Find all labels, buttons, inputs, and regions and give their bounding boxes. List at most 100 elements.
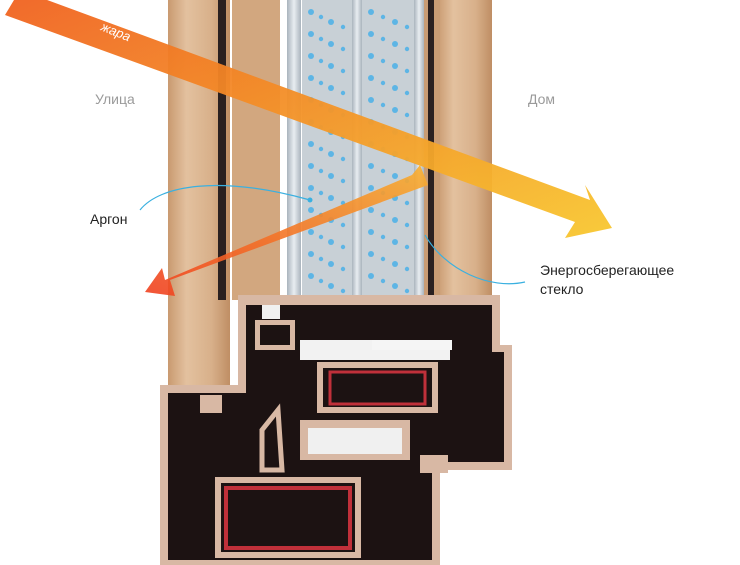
heat-arrow-incoming <box>5 0 612 238</box>
argon-dot <box>340 90 346 96</box>
wood-frame-inner-left <box>232 0 280 300</box>
argon-dot <box>308 163 314 169</box>
argon-dot <box>368 53 374 59</box>
argon-dot <box>368 229 374 235</box>
argon-dot <box>328 19 334 25</box>
argon-dot <box>392 85 398 91</box>
pvc-frame-profile <box>160 295 512 565</box>
argon-dot <box>328 63 334 69</box>
argon-dot <box>404 244 410 250</box>
argon-dot <box>404 46 410 52</box>
argon-dot <box>368 31 374 37</box>
argon-callout-dot <box>307 197 313 203</box>
argon-dot <box>380 256 386 262</box>
argon-dot <box>404 200 410 206</box>
argon-dot <box>308 141 314 147</box>
argon-dot <box>380 36 386 42</box>
argon-dot <box>392 173 398 179</box>
argon-dot <box>308 53 314 59</box>
argon-dot <box>340 178 346 184</box>
argon-dot <box>380 278 386 284</box>
home-label: Дом <box>528 91 555 107</box>
argon-dot <box>404 288 410 294</box>
argon-dot <box>318 278 324 284</box>
argon-dot <box>328 283 334 289</box>
argon-dot <box>340 288 346 294</box>
argon-dot <box>392 107 398 113</box>
energy-glass-label-line2: стекло <box>540 281 584 297</box>
argon-dot <box>404 24 410 30</box>
argon-dot <box>340 222 346 228</box>
argon-dot <box>308 207 314 213</box>
argon-dot <box>340 244 346 250</box>
argon-dot <box>308 75 314 81</box>
argon-dot <box>308 273 314 279</box>
argon-dot <box>328 85 334 91</box>
argon-dot <box>318 146 324 152</box>
argon-dot <box>404 222 410 228</box>
argon-dot <box>318 234 324 240</box>
argon-dot <box>368 185 374 191</box>
argon-callout-line <box>139 184 311 211</box>
glass-pane-2 <box>352 0 362 310</box>
argon-label: Аргон <box>90 211 127 227</box>
argon-dot <box>328 151 334 157</box>
argon-dot <box>318 256 324 262</box>
argon-dot <box>340 156 346 162</box>
argon-dot <box>308 251 314 257</box>
glass-callout-line <box>424 234 526 285</box>
argon-dot <box>368 9 374 15</box>
argon-dot <box>404 90 410 96</box>
argon-dot <box>318 190 324 196</box>
argon-dot <box>368 75 374 81</box>
argon-dot <box>340 46 346 52</box>
argon-dot <box>380 168 386 174</box>
argon-dot <box>380 58 386 64</box>
argon-dot <box>340 24 346 30</box>
argon-dot <box>368 163 374 169</box>
argon-dot <box>318 36 324 42</box>
argon-dot <box>318 14 324 20</box>
argon-dot <box>404 266 410 272</box>
argon-dot <box>368 251 374 257</box>
argon-dot <box>368 97 374 103</box>
frame-channel-left <box>218 0 226 300</box>
argon-dot <box>328 41 334 47</box>
spacer-1 <box>302 0 352 310</box>
argon-dot <box>380 212 386 218</box>
argon-dot <box>380 234 386 240</box>
argon-dot <box>392 261 398 267</box>
glass-pane-1 <box>287 0 301 310</box>
argon-dot <box>340 266 346 272</box>
argon-dot <box>404 112 410 118</box>
argon-dot <box>368 273 374 279</box>
argon-dot <box>308 229 314 235</box>
argon-dot <box>392 239 398 245</box>
street-label: Улица <box>95 91 135 107</box>
argon-dot <box>380 80 386 86</box>
argon-dot <box>340 68 346 74</box>
argon-dot <box>318 58 324 64</box>
argon-dot <box>392 217 398 223</box>
argon-dot <box>308 31 314 37</box>
argon-dot <box>380 14 386 20</box>
argon-dot <box>328 195 334 201</box>
argon-dot <box>380 102 386 108</box>
argon-dot <box>404 68 410 74</box>
argon-dot <box>318 168 324 174</box>
argon-dot <box>392 19 398 25</box>
energy-glass-label-line1: Энергосберегающее <box>540 262 674 278</box>
argon-dot <box>318 80 324 86</box>
argon-dot <box>392 283 398 289</box>
heat-arrow-reflected <box>145 165 428 296</box>
argon-dot <box>308 185 314 191</box>
argon-dot <box>392 63 398 69</box>
argon-dot <box>328 173 334 179</box>
argon-dot <box>368 207 374 213</box>
argon-dot <box>328 239 334 245</box>
argon-dot <box>308 9 314 15</box>
argon-dot <box>392 41 398 47</box>
argon-dot <box>328 261 334 267</box>
